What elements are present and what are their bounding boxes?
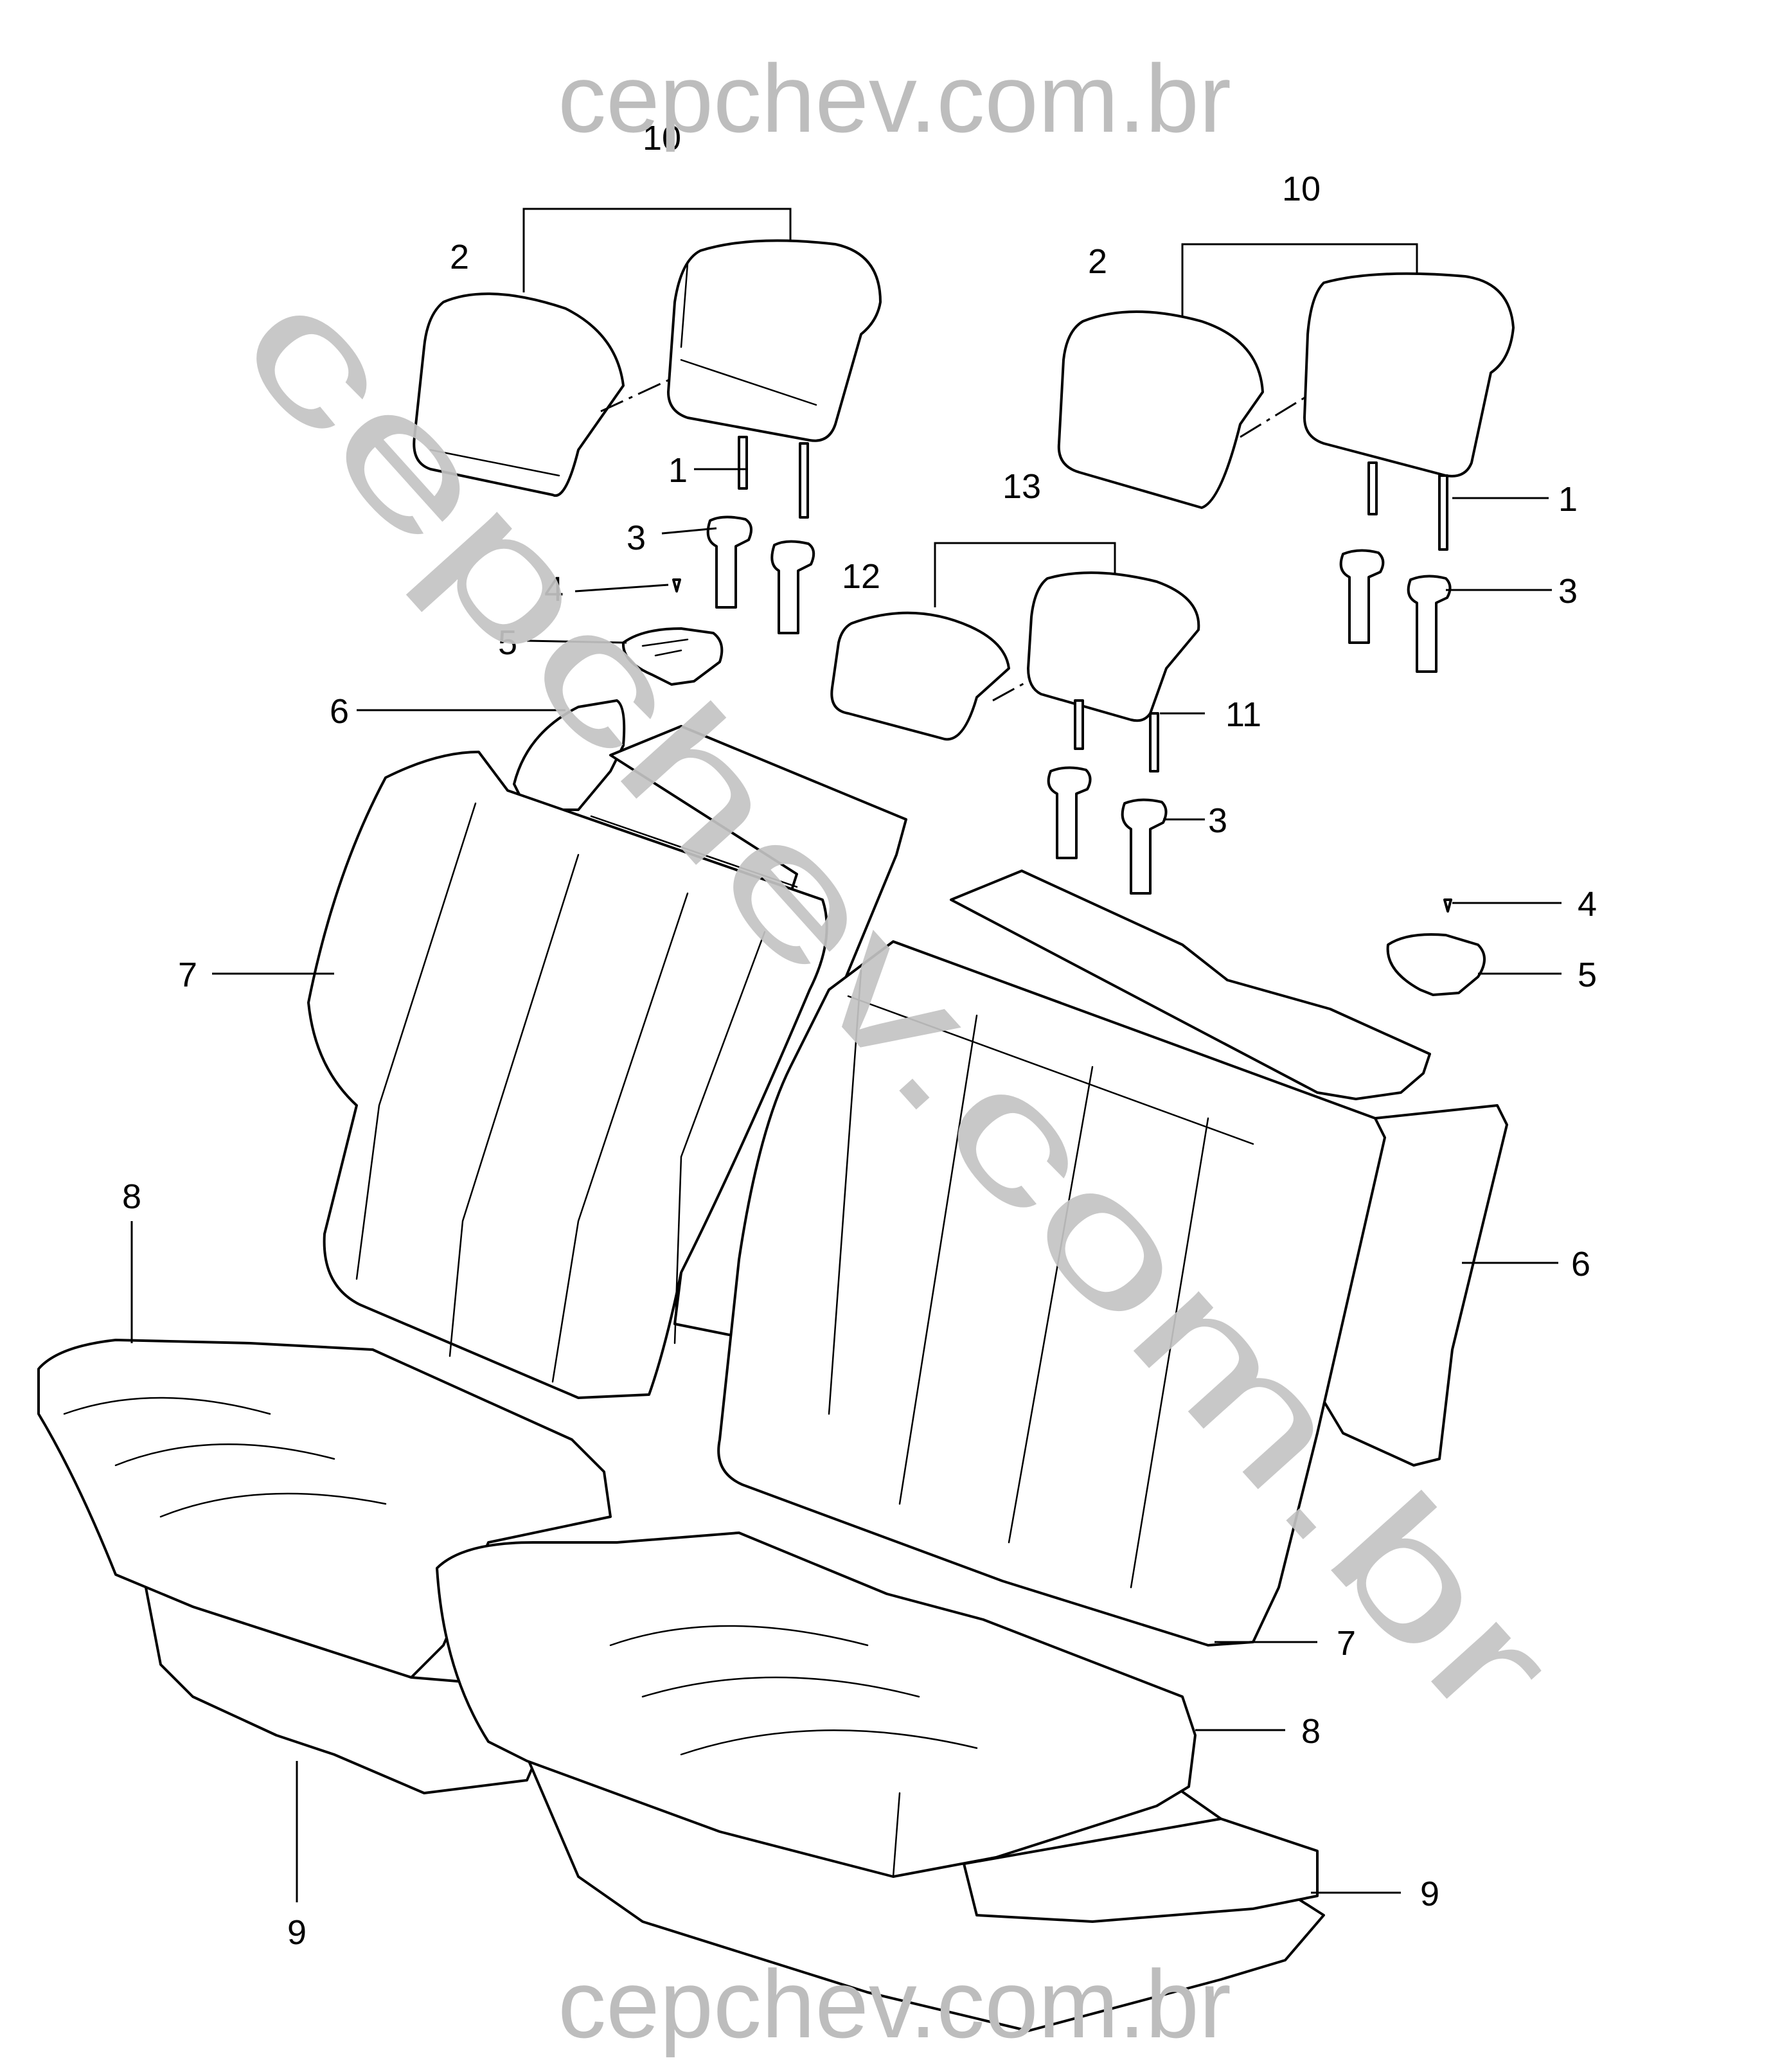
left-backrest-7 bbox=[307, 751, 828, 1399]
callout-3-right: 3 bbox=[1558, 572, 1578, 611]
callout-7-left: 7 bbox=[178, 956, 197, 994]
watermark-bottom: cepchev.com.br bbox=[558, 1950, 1231, 2058]
center-headrest bbox=[1027, 571, 1200, 722]
callout-2-left: 2 bbox=[450, 238, 469, 276]
callout-1-right: 1 bbox=[1558, 480, 1578, 519]
callout-5-right: 5 bbox=[1578, 956, 1597, 994]
callout-2-right: 2 bbox=[1088, 242, 1107, 281]
callout-11: 11 bbox=[1225, 695, 1261, 734]
headrest-posts-right bbox=[1367, 461, 1448, 551]
callout-8-left: 8 bbox=[122, 1177, 141, 1216]
callout-5-left: 5 bbox=[498, 623, 517, 662]
right-seat-pan-extension bbox=[963, 1817, 1319, 1923]
left-side-bolster-6 bbox=[513, 699, 626, 811]
headrest-posts-left bbox=[738, 436, 809, 519]
bracket-10-left bbox=[522, 208, 792, 292]
backrest-seams-right bbox=[828, 969, 1254, 1589]
headrest-seam bbox=[429, 449, 560, 477]
right-headrest bbox=[1303, 272, 1515, 478]
screw-left bbox=[672, 578, 681, 593]
left-headrest-cover bbox=[413, 292, 625, 497]
right-headrest-group bbox=[1057, 243, 1515, 551]
callout-labels: 10 2 1 3 4 5 6 7 8 9 10 2 1 3 13 12 11 3… bbox=[122, 119, 1597, 1952]
bracket-13 bbox=[934, 542, 1116, 607]
left-guide-sleeves bbox=[706, 515, 815, 634]
left-headrest bbox=[667, 239, 882, 442]
right-seat-cushion-8 bbox=[436, 1532, 1197, 1878]
bracket-10-right bbox=[1181, 243, 1418, 318]
left-headrest-group bbox=[413, 208, 882, 519]
leader-lines bbox=[130, 468, 1562, 1902]
right-headrest-cover bbox=[1057, 310, 1264, 509]
cushion-seams-right bbox=[609, 1625, 978, 1878]
headrest-posts-center bbox=[1074, 699, 1159, 773]
callout-12: 12 bbox=[842, 557, 880, 596]
right-seatback-frame bbox=[950, 870, 1431, 1100]
screw-right bbox=[1443, 898, 1452, 913]
right-guide-sleeves bbox=[1339, 549, 1452, 673]
callout-9-left: 9 bbox=[287, 1913, 307, 1952]
backrest-seams-left bbox=[355, 802, 798, 1383]
callout-13: 13 bbox=[1002, 467, 1041, 506]
callout-6-left: 6 bbox=[330, 692, 349, 731]
left-belt-guide-cover bbox=[621, 627, 724, 686]
callout-10-left: 10 bbox=[643, 119, 681, 157]
callout-3-left: 3 bbox=[627, 519, 646, 557]
callout-6-right: 6 bbox=[1571, 1245, 1590, 1283]
cover-detail bbox=[641, 638, 689, 657]
callout-1-left: 1 bbox=[668, 451, 688, 490]
right-belt-guide-cover bbox=[1386, 933, 1486, 996]
callout-8-right: 8 bbox=[1301, 1712, 1321, 1751]
center-headrest-cover bbox=[830, 611, 1010, 741]
callout-4-right: 4 bbox=[1578, 885, 1597, 924]
callout-10-right: 10 bbox=[1282, 170, 1321, 208]
callout-9-right: 9 bbox=[1420, 1875, 1439, 1913]
center-headrest-group bbox=[830, 542, 1200, 773]
callout-4-left: 4 bbox=[544, 570, 564, 609]
callout-7-right: 7 bbox=[1337, 1624, 1356, 1663]
callout-3-center: 3 bbox=[1208, 801, 1227, 840]
center-guide-sleeves bbox=[1047, 766, 1168, 895]
right-backrest-7 bbox=[717, 940, 1386, 1647]
cushion-seams-left bbox=[63, 1397, 387, 1518]
assembly-line-right bbox=[1240, 365, 1357, 438]
left-seat-cushion-8 bbox=[37, 1339, 612, 1679]
watermark-top: cepchev.com.br bbox=[558, 44, 1231, 152]
headrest-seam bbox=[680, 262, 817, 406]
